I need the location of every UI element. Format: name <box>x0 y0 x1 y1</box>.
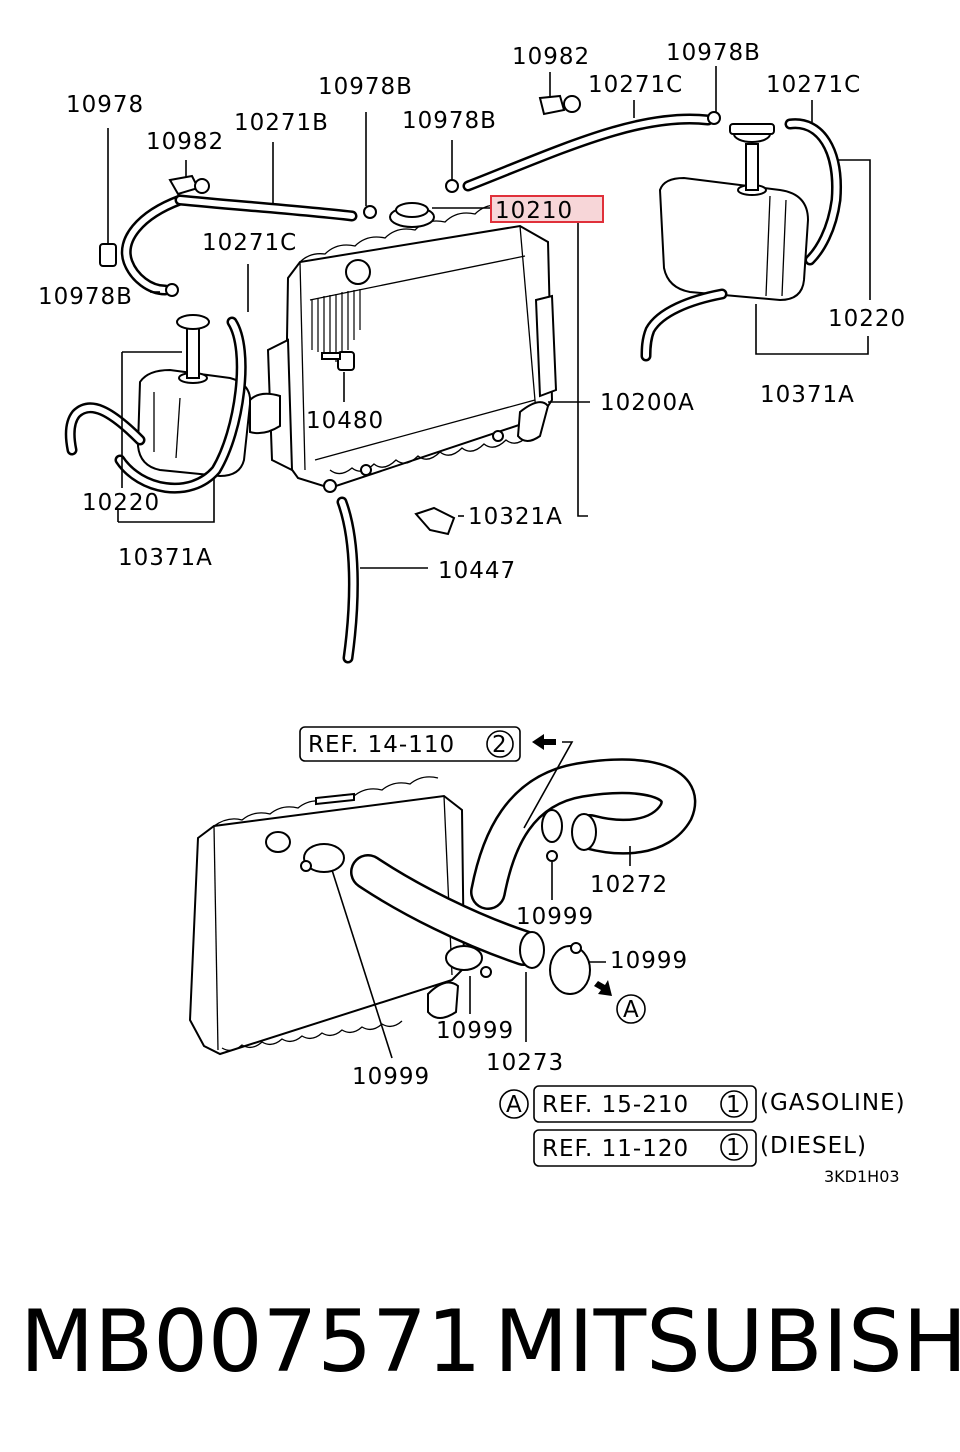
hose-clamps <box>300 809 591 995</box>
ref-box-top: REF. 14-110 2 <box>299 726 521 762</box>
diagram-code: 3KD1H03 <box>824 1167 900 1186</box>
callout-10220-left: 10220 <box>82 490 160 516</box>
callout-labels-bottom: 10272 10999 10999 10999 10273 10999 <box>352 872 688 1090</box>
ref-top-text: REF. 14-110 <box>308 732 455 758</box>
arrow-left-icon <box>532 734 556 750</box>
callout-10271b: 10271B <box>234 110 329 136</box>
callout-10480: 10480 <box>306 408 384 434</box>
direction-arrows <box>532 734 612 996</box>
callout-10371a-right: 10371A <box>760 382 855 408</box>
arrow-down-right-icon <box>594 980 612 996</box>
reserve-tank-left <box>136 314 281 478</box>
callout-10978: 10978 <box>66 92 144 118</box>
ref-gasoline-text: REF. 15-210 <box>542 1092 689 1118</box>
callout-10271c-left: 10271C <box>202 230 297 256</box>
ref-diesel-text: REF. 11-120 <box>542 1136 689 1162</box>
callout-10321a: 10321A <box>468 504 563 530</box>
marker-a2-text: A <box>506 1092 523 1118</box>
radiator-cap <box>389 202 435 228</box>
callout-10999-b: 10999 <box>610 948 688 974</box>
radiator-top-assembly <box>266 204 558 493</box>
clips-and-clamps <box>99 94 721 536</box>
callout-10272: 10272 <box>590 872 668 898</box>
large-hoses <box>350 758 697 969</box>
callout-labels-top: 10978 10982 10271B 10978B 10978B 10982 1… <box>38 40 906 584</box>
reserve-tank-right <box>658 123 810 302</box>
highlight-box-10210 <box>490 195 604 223</box>
small-hoses <box>64 113 843 664</box>
radiator-parts-diagram: 10978 10982 10271B 10978B 10978B 10982 1… <box>38 40 906 1186</box>
leader-lines-top <box>107 66 871 569</box>
ref-gasoline-circle: 1 <box>726 1092 742 1118</box>
ref-diesel-circle: 1 <box>726 1135 742 1161</box>
footer-part-info: MB007571 MITSUBISHI <box>0 1292 960 1402</box>
marker-a-arrow: A <box>616 994 646 1024</box>
callout-10447: 10447 <box>438 558 516 584</box>
callout-10220-right: 10220 <box>828 306 906 332</box>
ref-top-circle: 2 <box>492 732 508 758</box>
callout-10982-left: 10982 <box>146 129 224 155</box>
callout-10271c-right: 10271C <box>766 72 861 98</box>
part-number: MB007571 <box>20 1292 482 1392</box>
callout-10210: 10210 <box>495 198 573 224</box>
callout-10978b-top: 10978B <box>318 74 413 100</box>
callout-10273: 10273 <box>486 1050 564 1076</box>
ref-diesel-note: (DIESEL) <box>760 1133 867 1159</box>
callout-10999-d: 10999 <box>352 1064 430 1090</box>
callout-10271c-top: 10271C <box>588 72 683 98</box>
ref-gasoline-note: (GASOLINE) <box>760 1090 906 1116</box>
callout-10999-c: 10999 <box>436 1018 514 1044</box>
callout-10978b-right: 10978B <box>666 40 761 66</box>
brand-name: MITSUBISHI <box>494 1292 960 1392</box>
callout-10982-top: 10982 <box>512 44 590 70</box>
callout-10200a: 10200A <box>600 390 695 416</box>
leader-lines-bottom <box>331 741 631 1059</box>
callout-10978b-mid: 10978B <box>402 108 497 134</box>
radiator-bottom-assembly <box>188 776 466 1056</box>
ref-box-gasoline: A REF. 15-210 1 (GASOLINE) <box>499 1085 906 1123</box>
marker-a-text: A <box>623 997 640 1023</box>
ref-box-diesel: REF. 11-120 1 (DIESEL) <box>533 1129 867 1167</box>
callout-10978b-left: 10978B <box>38 284 133 310</box>
callout-10371a-left: 10371A <box>118 545 213 571</box>
callout-10999-a: 10999 <box>516 904 594 930</box>
